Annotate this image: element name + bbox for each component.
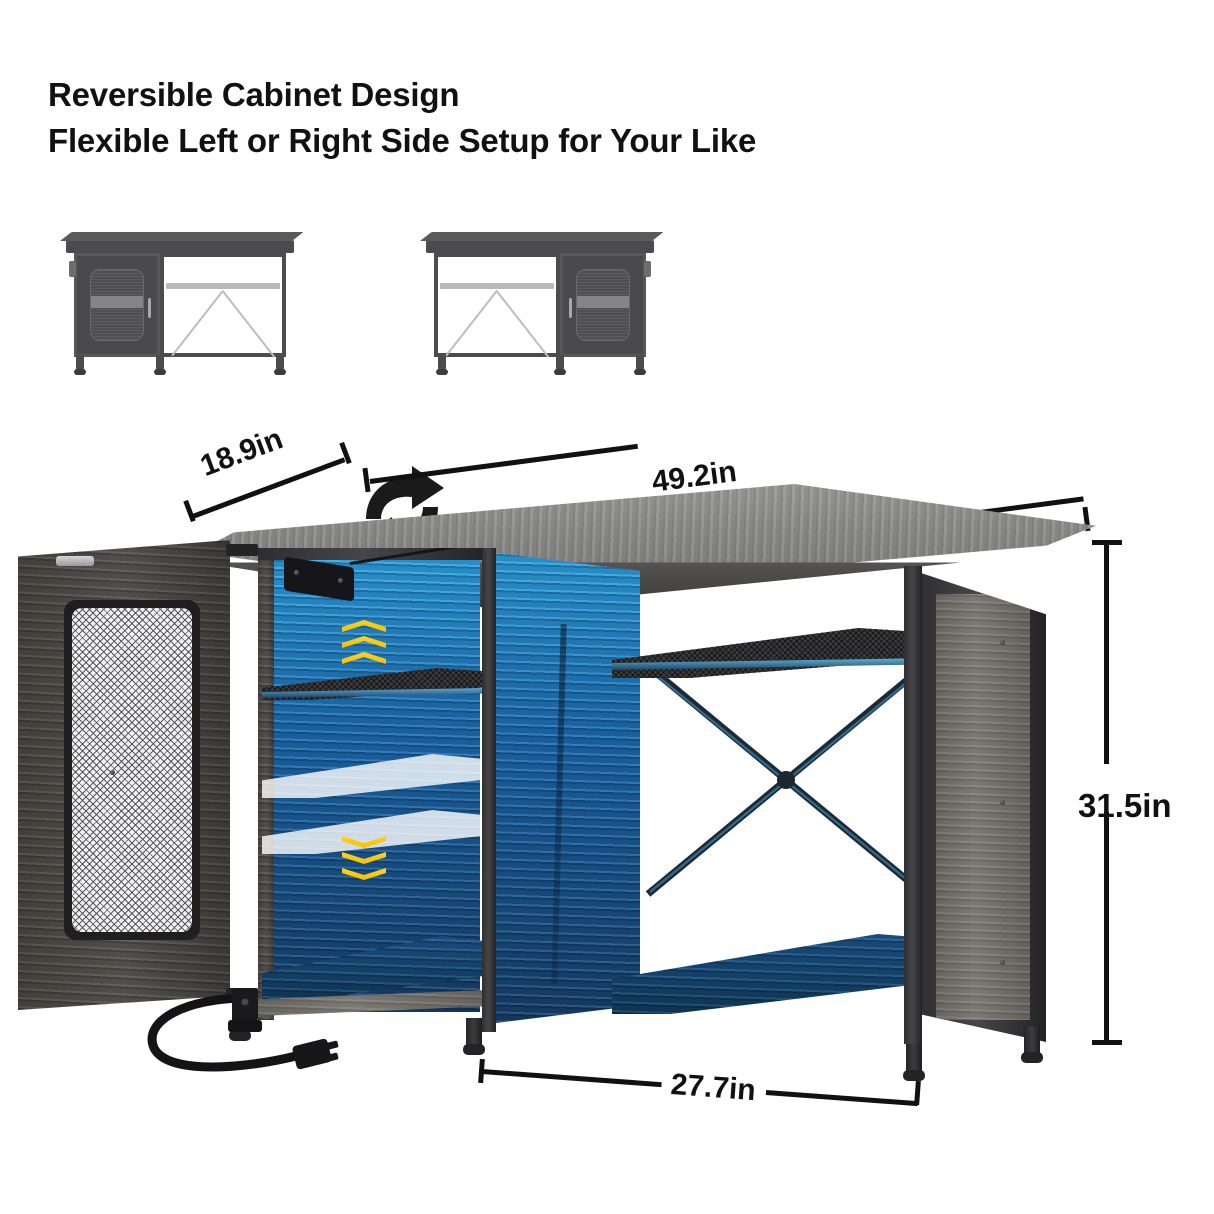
side-panel-screw [1000,800,1005,805]
x-brace [642,660,930,900]
front-dimension-line-right [765,1090,918,1107]
side-panel-screw [1000,960,1005,965]
divider-left-post [482,548,496,1032]
height-dimension-line-upper [1104,542,1109,764]
thumbnail-door-handle [148,298,151,318]
thumbnail-leg [634,355,646,375]
height-dimension-line-lower [1104,812,1109,1044]
front-tick-start [478,1058,485,1084]
front-dimension-line-left [481,1069,662,1088]
side-panel-screw [1000,640,1005,645]
cabinet-leg [903,1044,925,1081]
thumbnail-shelf [440,283,554,289]
thumbnail-hinge [69,261,76,277]
front-dimension-label: 27.7in [669,1068,757,1108]
module-screw [294,570,299,575]
headline-line-2: Flexible Left or Right Side Setup for Yo… [48,121,757,159]
thumbnail-hinge [644,261,651,277]
thumbnail-top-panel [66,240,294,253]
thumbnail-door-handle [569,298,572,318]
headline-block: Reversible Cabinet Design Flexible Left … [48,72,948,163]
cabinet-right-side-panel [918,572,1046,1042]
cabinet-right-open-section [612,560,936,1030]
cabinet-thumbnail-door-right [420,222,660,382]
thumbnail-open-section [160,253,286,357]
door-hinge-top [226,544,258,556]
door-handle[interactable] [56,556,94,566]
cabinet-leg [463,1018,485,1055]
thumbnail-mesh-panel [90,269,144,341]
thumbnail-leg [554,355,566,375]
thumbnail-leg [154,355,166,375]
cabinet-door[interactable] [18,540,230,1010]
height-dimension-label: 31.5in [1078,787,1172,824]
shelf-position-up-arrows [342,620,386,672]
module-screw [338,578,343,583]
thumbnail-leg [274,355,286,375]
thumbnail-body [69,253,286,375]
depth-dimension-label: 18.9in [196,422,288,483]
reversible-demo-row [45,212,665,560]
cabinet-thumbnail-door-left [60,222,300,382]
power-cord-with-plug [128,986,388,1082]
shelf-position-down-arrows [342,836,386,888]
thumbnail-open-section [434,253,560,357]
thumbnail-mesh-door [74,253,160,357]
thumbnail-mesh-panel [576,269,630,341]
side-panel-wood [936,594,1030,1020]
front-tick-end [914,1080,921,1106]
thumbnail-mesh-door [560,253,646,357]
thumbnail-x-brace [441,291,553,350]
door-mesh-panel [72,608,192,932]
headline-line-1: Reversible Cabinet Design [48,76,460,113]
right-front-post [904,566,922,1044]
thumbnail-top-panel [426,240,654,253]
thumbnail-leg [436,355,448,375]
thumbnail-leg [74,355,86,375]
open-section-floor [612,934,936,1014]
height-tick-bottom [1092,1040,1122,1045]
center-divider-panel [488,552,640,1024]
cabinet-leg [1021,1026,1043,1063]
depth-tick-start [183,499,196,523]
height-tick-top [1092,540,1122,545]
thumbnail-x-brace [167,291,279,350]
door-screw [110,770,115,775]
cabinet-left-compartment [258,548,490,1020]
shelf-front-edge [262,688,486,698]
thumbnail-shelf [166,283,280,289]
thumbnail-body [434,253,651,375]
